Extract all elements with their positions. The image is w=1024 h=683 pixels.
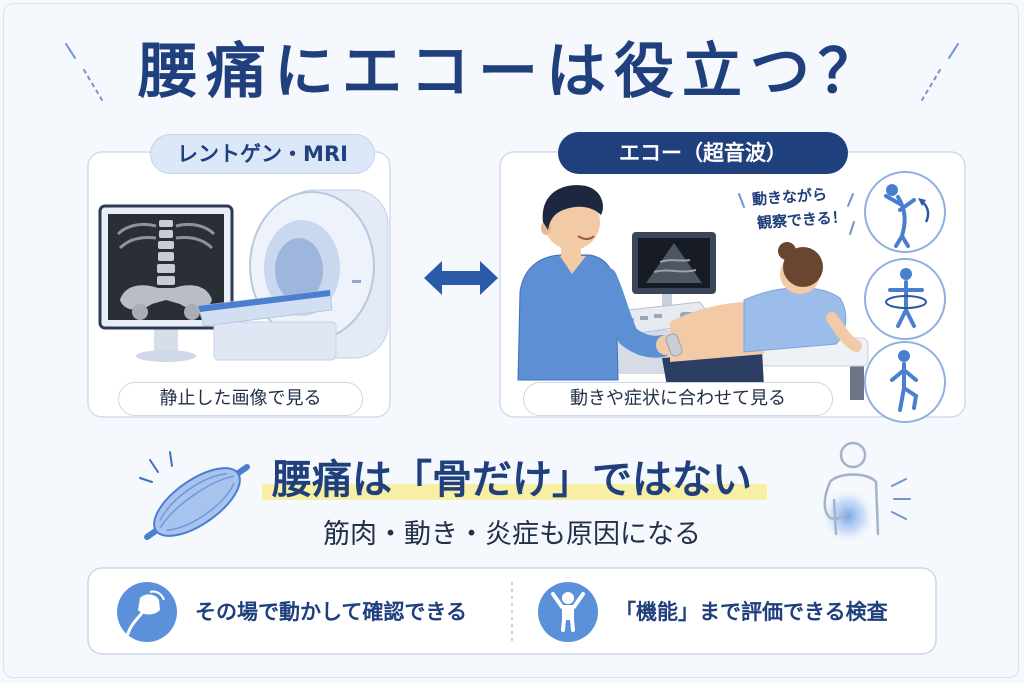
title-decoration-right (921, 43, 959, 101)
xray-monitor-icon (98, 204, 234, 362)
ultrasound-probe-icon (117, 582, 177, 642)
feature-text-function: 「機能」まで評価できる検査 (615, 600, 888, 624)
back-bend-icon (864, 171, 946, 253)
bubble-decoration (738, 193, 855, 235)
mri-machine-icon (197, 189, 389, 361)
person-raising-arms-icon (538, 582, 598, 642)
xray-mri-caption: 静止した画像で見る (118, 382, 363, 416)
feature-text-on-the-spot: その場で動かして確認できる (195, 600, 467, 624)
xray-mri-label: レントゲン・MRI (150, 134, 375, 174)
doctor-icon (517, 185, 683, 381)
xray-image (116, 220, 216, 320)
ultrasound-label: エコー（超音波） (558, 132, 848, 174)
title-decoration-left (65, 43, 103, 101)
key-message-sub: 筋肉・動き・炎症も原因になる (323, 519, 701, 550)
ultrasound-caption: 動きや症状に合わせて見る (523, 382, 833, 416)
page-title: 腰痛にエコーは役立つ？ (138, 37, 886, 107)
double-arrow-icon (424, 261, 498, 295)
key-message-headline: 腰痛は「骨だけ」ではない (272, 457, 752, 503)
page-border (3, 3, 1019, 678)
patient-icon (662, 242, 869, 400)
one-leg-stand-icon (864, 341, 946, 423)
trunk-twist-icon (864, 258, 946, 340)
headline-highlight (262, 484, 767, 500)
muscle-icon (139, 451, 250, 540)
back-pain-body-icon (822, 441, 911, 542)
ultrasound-machine-icon (609, 232, 716, 374)
